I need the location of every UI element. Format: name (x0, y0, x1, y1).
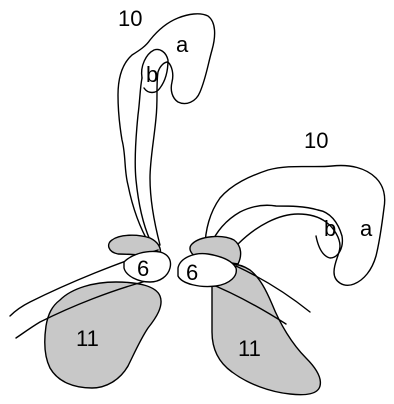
label-left-lobe-b: b (146, 62, 158, 87)
label-left-shaded-11: 11 (76, 326, 99, 351)
label-right-structure-10: 10 (304, 128, 328, 153)
left-shaded-lobe-11 (45, 282, 161, 388)
left-structure-10 (118, 14, 215, 245)
label-right-lobe-b: b (324, 216, 336, 241)
label-right-lobe-a: a (360, 216, 373, 241)
label-left-structure-10: 10 (118, 6, 142, 31)
right-shaded-lobe-11 (212, 264, 320, 395)
label-right-center-6: 6 (186, 260, 198, 285)
label-left-lobe-a: a (176, 32, 189, 57)
label-left-center-6: 6 (137, 256, 149, 281)
left-structure-outline (118, 14, 215, 245)
label-right-shaded-11: 11 (238, 336, 261, 361)
